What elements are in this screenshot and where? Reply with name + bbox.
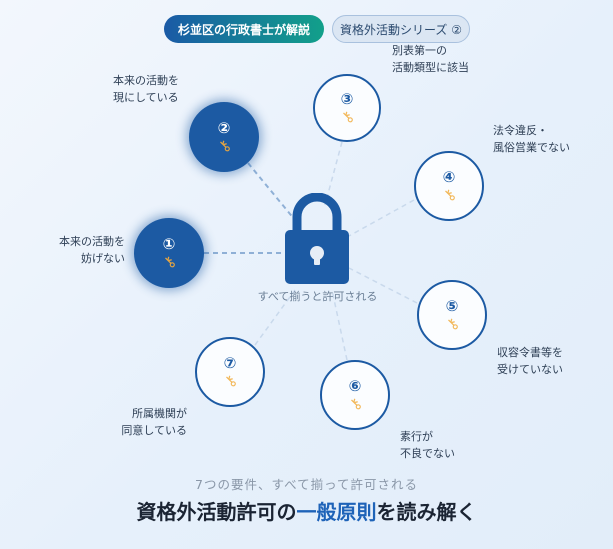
- requirement-label-4: 法令違反・風俗営業でない: [493, 122, 570, 156]
- page-title: 資格外活動許可の一般原則を読み解く: [0, 496, 613, 525]
- connector-7: [254, 289, 296, 346]
- requirement-label-6: 素行が不良でない: [400, 428, 455, 462]
- requirement-number: ②: [217, 119, 231, 137]
- label-line: 法令違反・: [493, 124, 548, 137]
- label-line: 収容令書等を: [497, 346, 563, 359]
- requirement-label-1: 本来の活動を妨げない: [59, 233, 125, 267]
- key-icon: ⚷: [158, 251, 180, 273]
- requirement-number: ⑥: [348, 377, 362, 395]
- requirement-number: ⑦: [223, 354, 237, 372]
- connector-4: [348, 199, 415, 237]
- label-line: 同意している: [121, 424, 187, 437]
- series-badge: 資格外活動シリーズ ②: [332, 15, 470, 43]
- label-line: 不良でない: [400, 447, 455, 460]
- key-icon: ⚷: [441, 313, 463, 335]
- label-line: 所属機関が: [132, 407, 187, 420]
- requirement-number: ③: [340, 90, 354, 108]
- requirement-label-3: 別表第一の活動類型に該当: [392, 42, 469, 76]
- connector-6: [331, 289, 348, 361]
- author-badge: 杉並区の行政書士が解説: [164, 15, 324, 43]
- requirement-number: ①: [162, 235, 176, 253]
- requirement-node-6: ⑥⚷: [320, 360, 390, 430]
- label-line: 受けていない: [497, 363, 563, 376]
- key-icon: ⚷: [219, 370, 241, 392]
- key-icon: ⚷: [336, 106, 358, 128]
- key-icon: ⚷: [344, 393, 366, 415]
- connector-5: [348, 267, 418, 304]
- label-line: 活動類型に該当: [392, 61, 469, 74]
- connector-2: [247, 162, 296, 221]
- requirement-node-3: ③⚷: [313, 74, 381, 142]
- title-highlight: 一般原則: [296, 500, 377, 524]
- key-icon: ⚷: [213, 135, 235, 157]
- label-line: 本来の活動を: [59, 235, 125, 248]
- requirement-node-5: ⑤⚷: [417, 280, 487, 350]
- label-line: 別表第一の: [392, 44, 447, 57]
- label-line: 素行が: [400, 430, 433, 443]
- requirement-node-4: ④⚷: [414, 151, 484, 221]
- lock-icon: [283, 192, 351, 289]
- subtitle: 7つの要件、すべて揃って許可される: [195, 477, 418, 492]
- requirement-number: ④: [442, 168, 456, 186]
- requirement-label-5: 収容令書等を受けていない: [497, 344, 563, 378]
- lock-caption: すべて揃うと許可される: [257, 290, 378, 303]
- requirement-node-2: ②⚷: [189, 102, 259, 172]
- requirement-node-7: ⑦⚷: [195, 337, 265, 407]
- title-text: を読み解く: [376, 500, 477, 524]
- key-icon: ⚷: [438, 184, 460, 206]
- label-line: 現にしている: [113, 91, 179, 104]
- label-line: 風俗営業でない: [493, 141, 570, 154]
- label-line: 本来の活動を: [113, 74, 179, 87]
- label-line: 妨げない: [81, 252, 125, 265]
- connector-3: [324, 141, 343, 206]
- requirement-node-1: ①⚷: [134, 218, 204, 288]
- requirement-label-7: 所属機関が同意している: [121, 405, 187, 439]
- title-text: 資格外活動許可の: [136, 500, 297, 524]
- requirement-label-2: 本来の活動を現にしている: [113, 72, 179, 106]
- requirement-number: ⑤: [445, 297, 459, 315]
